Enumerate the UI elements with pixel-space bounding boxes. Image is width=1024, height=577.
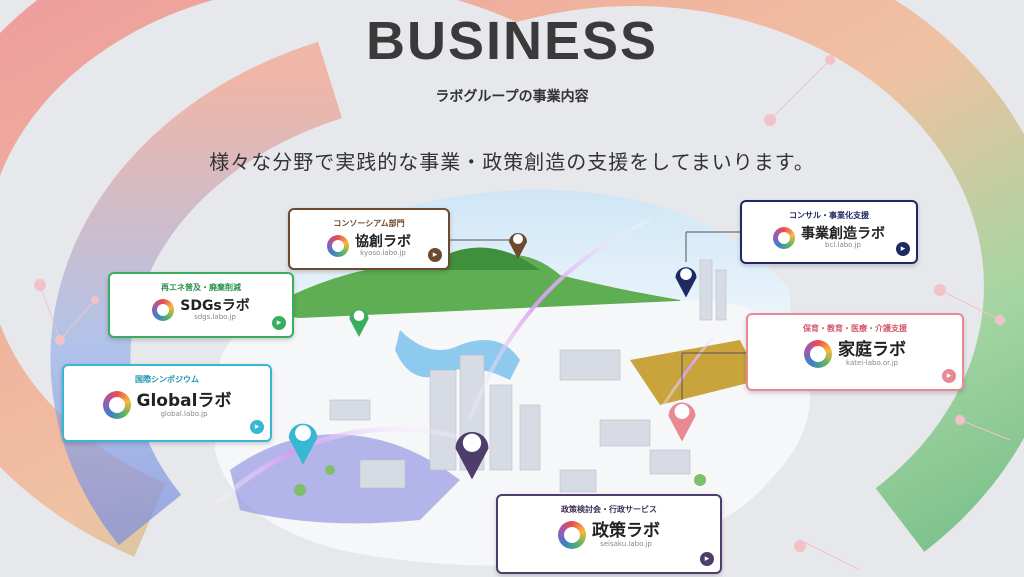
card-brand: 家庭ラボ katei-labo.or.jp <box>748 340 962 368</box>
map-pin-icon[interactable] <box>450 420 494 484</box>
card-name: 政策ラボ <box>592 520 660 541</box>
card-category: 政策検討会・行政サービス <box>561 505 657 514</box>
card-url: katei-labo.or.jp <box>846 358 898 367</box>
map-pin-icon[interactable] <box>346 304 372 338</box>
card-name: SDGsラボ <box>180 298 250 314</box>
labo-logo-icon <box>102 391 131 419</box>
card-brand: 事業創造ラボ bcl.labo.jp <box>742 227 916 249</box>
labo-logo-icon <box>152 299 175 321</box>
card-category: 再エネ普及・廃棄削減 <box>161 283 241 292</box>
chevron-right-icon[interactable]: ▸ <box>942 369 956 383</box>
chevron-right-icon[interactable]: ▸ <box>250 420 264 434</box>
card-kyoso-labo[interactable]: コンソーシアム部門 協創ラボ kyoso.labo.jp ▸ <box>288 208 450 270</box>
map-pin-icon[interactable] <box>664 394 700 444</box>
labo-logo-icon <box>327 235 349 257</box>
map-pin-icon[interactable] <box>506 228 530 260</box>
card-brand: 政策ラボ seisaku.labo.jp <box>498 521 720 549</box>
card-category: コンサル・事業化支援 <box>789 211 869 220</box>
labo-logo-icon <box>773 227 795 249</box>
card-name: Globalラボ <box>136 390 232 411</box>
chevron-right-icon[interactable]: ▸ <box>272 316 286 330</box>
card-brand: Globalラボ global.labo.jp <box>64 391 270 419</box>
card-category: 保育・教育・医療・介護支援 <box>803 324 907 333</box>
card-name: 家庭ラボ <box>838 339 906 360</box>
chevron-right-icon[interactable]: ▸ <box>428 248 442 262</box>
map-pin-icon[interactable] <box>284 414 322 468</box>
chevron-right-icon[interactable]: ▸ <box>700 552 714 566</box>
tagline: 様々な分野で実践的な事業・政策創造の支援をしてまいります。 <box>209 150 815 174</box>
card-name: 協創ラボ <box>355 234 411 250</box>
card-name: 事業創造ラボ <box>801 226 885 242</box>
card-sdgs-labo[interactable]: 再エネ普及・廃棄削減 SDGsラボ sdgs.labo.jp ▸ <box>108 272 294 338</box>
card-jigyo-souzou-labo[interactable]: コンサル・事業化支援 事業創造ラボ bcl.labo.jp ▸ <box>740 200 918 264</box>
page-subtitle: ラボグループの事業内容 <box>435 89 589 105</box>
labo-logo-icon <box>804 340 832 368</box>
card-global-labo[interactable]: 国際シンポジウム Globalラボ global.labo.jp ▸ <box>62 364 272 442</box>
card-brand: SDGsラボ sdgs.labo.jp <box>110 299 292 321</box>
chevron-right-icon[interactable]: ▸ <box>896 242 910 256</box>
page-title: BUSINESS <box>365 11 659 71</box>
labo-logo-icon <box>558 521 586 549</box>
card-seisaku-labo[interactable]: 政策検討会・行政サービス 政策ラボ seisaku.labo.jp ▸ <box>496 494 722 574</box>
card-url: global.labo.jp <box>160 409 208 418</box>
card-url: bcl.labo.jp <box>825 241 861 249</box>
card-brand: 協創ラボ kyoso.labo.jp <box>290 235 448 257</box>
card-url: sdgs.labo.jp <box>194 313 236 321</box>
card-katei-labo[interactable]: 保育・教育・医療・介護支援 家庭ラボ katei-labo.or.jp ▸ <box>746 313 964 391</box>
card-category: 国際シンポジウム <box>135 375 199 384</box>
card-category: コンソーシアム部門 <box>333 219 405 228</box>
map-pin-icon[interactable] <box>672 260 700 300</box>
card-url: seisaku.labo.jp <box>600 539 652 548</box>
card-url: kyoso.labo.jp <box>360 249 406 257</box>
